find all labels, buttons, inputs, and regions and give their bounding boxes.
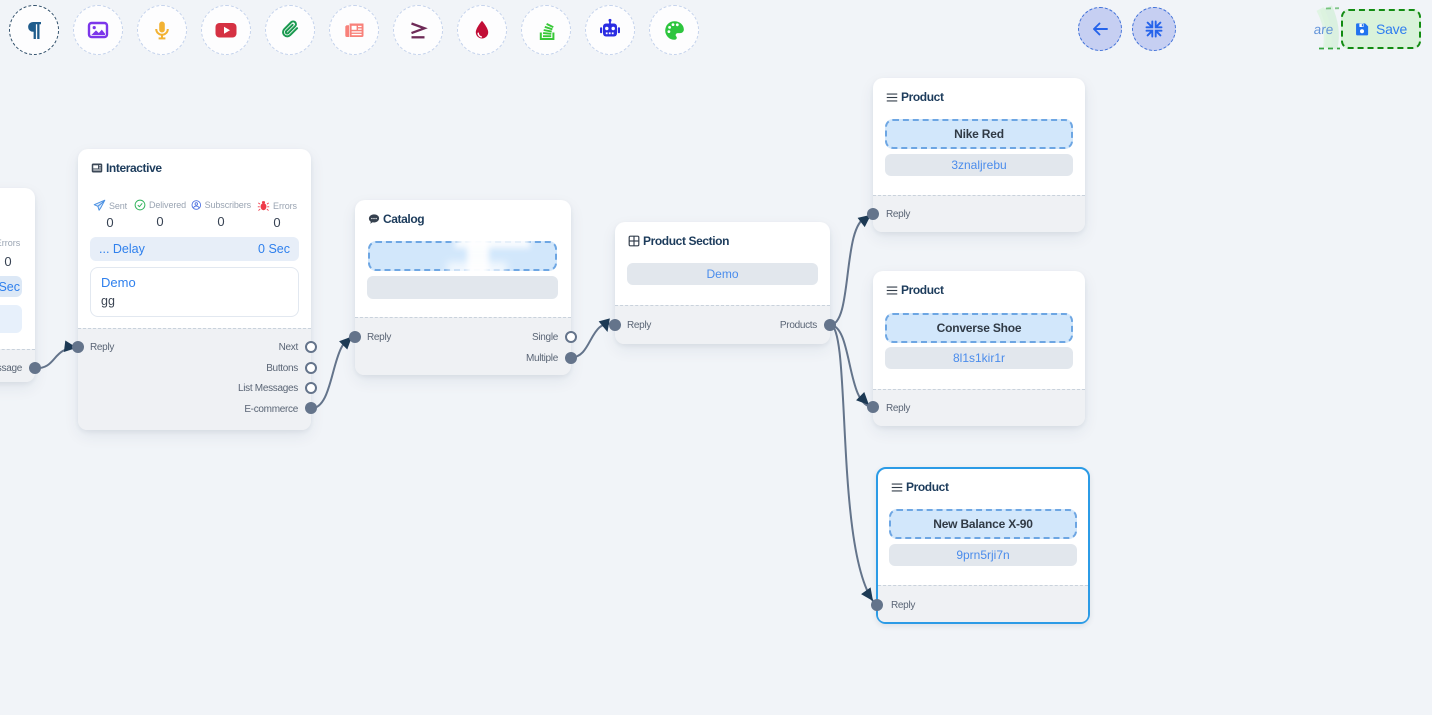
svg-text:are: are — [1313, 22, 1334, 37]
